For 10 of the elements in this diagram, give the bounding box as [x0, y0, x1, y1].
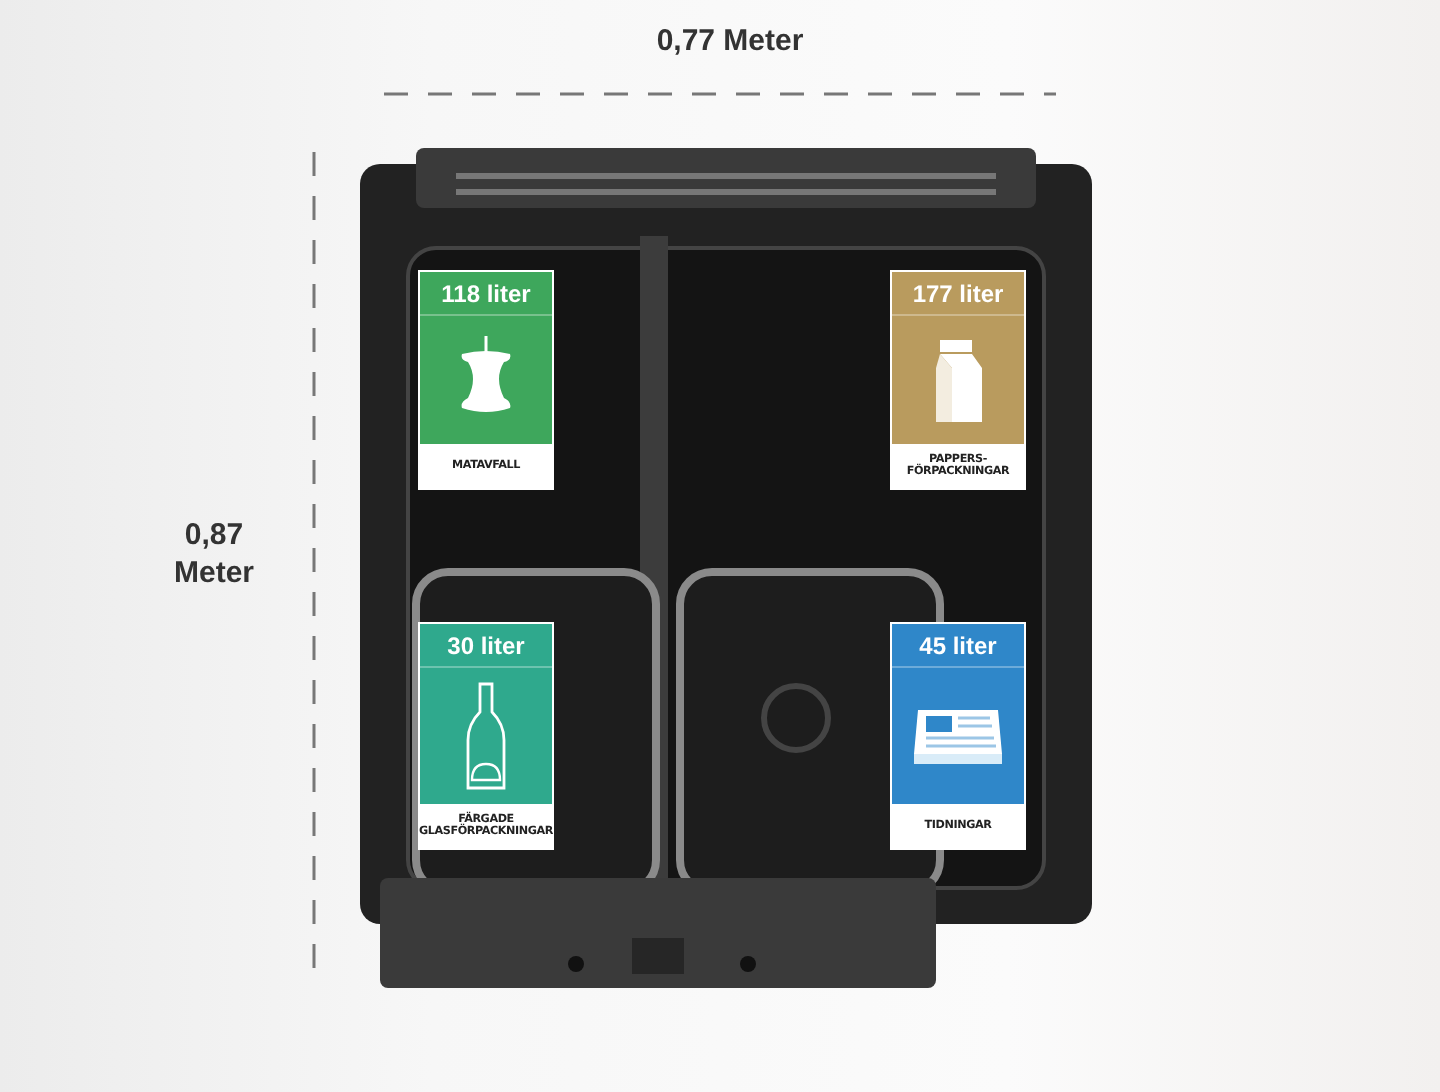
bin-label-card: [418, 622, 554, 850]
bin-label-card: [890, 270, 1026, 490]
dimension-label: 0,77 Meter: [654, 24, 806, 62]
bin-label-card: [418, 270, 554, 490]
bin-label-card: [890, 622, 1026, 850]
volume-label: 177 liter: [910, 278, 1006, 312]
volume-label: 118 liter: [439, 278, 533, 312]
volume-label: 45 liter: [917, 630, 999, 664]
volume-label: 30 liter: [445, 630, 527, 664]
dimension-label: 0,87 Meter: [171, 518, 256, 593]
